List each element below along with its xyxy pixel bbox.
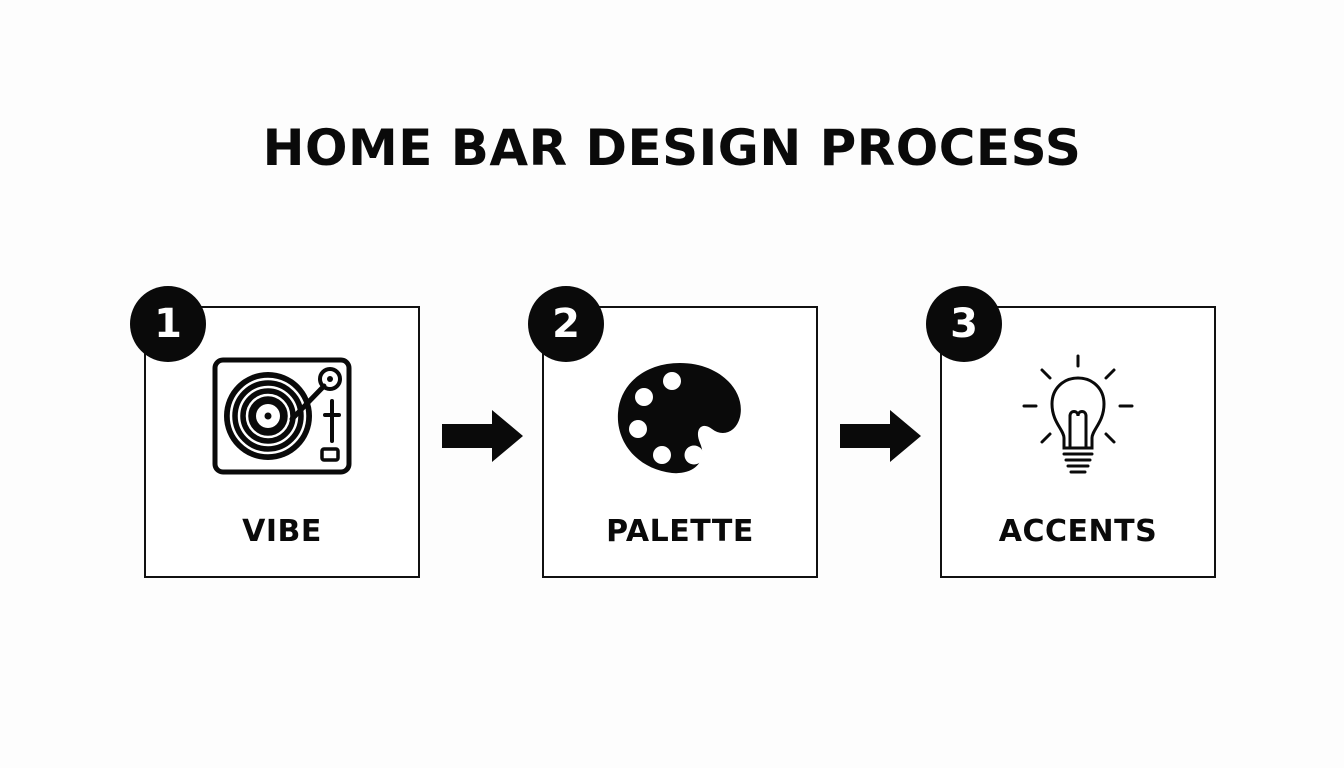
- step-3-number-badge: 3: [926, 286, 1002, 362]
- arrow-right-icon: [840, 410, 921, 462]
- step-1-card: VIBE: [144, 306, 420, 578]
- step-1-label: VIBE: [242, 514, 322, 549]
- step-2-label: PALETTE: [606, 514, 754, 549]
- arrow-right-icon: [442, 410, 523, 462]
- diagram-title: HOME BAR DESIGN PROCESS: [262, 119, 1082, 177]
- step-1-number-badge: 1: [130, 286, 206, 362]
- turntable-icon: [146, 352, 418, 482]
- palette-icon: [544, 352, 816, 482]
- step-2-number-badge: 2: [528, 286, 604, 362]
- lightbulb-icon: [942, 352, 1214, 482]
- step-3-label: ACCENTS: [998, 514, 1158, 549]
